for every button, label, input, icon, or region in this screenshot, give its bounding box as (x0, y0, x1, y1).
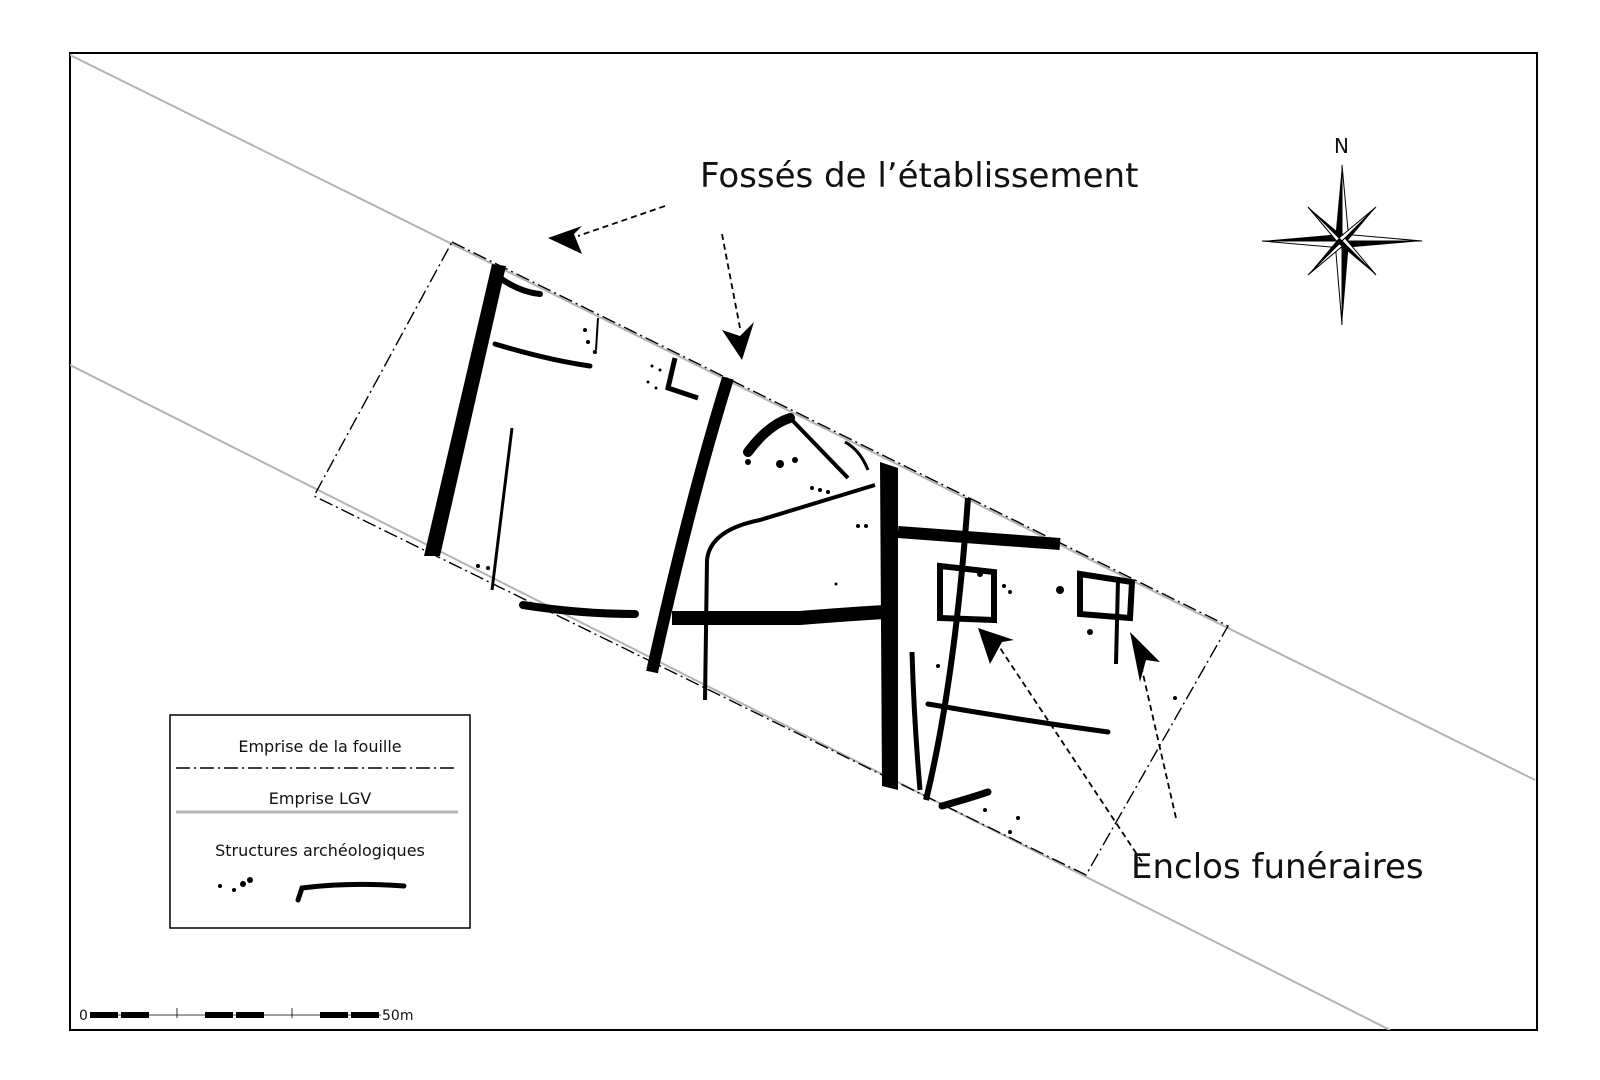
pit (1002, 584, 1006, 588)
leader-enclos-west (999, 647, 1143, 863)
ditch (646, 376, 734, 674)
ditch (424, 264, 506, 556)
leader-fosses-west (577, 205, 666, 237)
pit (983, 808, 987, 812)
pit (856, 524, 860, 528)
ditch (497, 275, 543, 297)
pits (476, 328, 1177, 834)
ditch (490, 427, 514, 591)
ditch (923, 497, 971, 801)
pit (646, 380, 650, 384)
pit (1008, 830, 1012, 834)
pit (1087, 629, 1093, 635)
leader-fosses-east (721, 233, 741, 329)
pit (826, 490, 830, 494)
annotation-enclos: Enclos funéraires (1131, 847, 1424, 887)
enclosure (937, 562, 997, 624)
arrow-head-icon (978, 628, 1014, 664)
legend-emprise-fouille-label: Emprise de la fouille (238, 737, 401, 756)
legend-pits-swatch (218, 877, 253, 892)
north-label: N (1334, 134, 1349, 158)
pit (977, 571, 983, 577)
scale-start-label: 0 (79, 1008, 88, 1024)
pit (810, 486, 814, 490)
lgv-boundary-north (70, 54, 1536, 781)
legend-frame (169, 714, 471, 929)
ditch (1114, 579, 1120, 665)
ditch (880, 462, 898, 790)
enclosure (1077, 570, 1136, 622)
ditch (743, 413, 795, 457)
pit (654, 386, 658, 390)
pit (1056, 586, 1064, 594)
ditch (897, 526, 1061, 550)
annotation-leaders (577, 205, 1177, 863)
ditch (492, 341, 593, 369)
ditch (703, 483, 876, 701)
funerary-enclosures (937, 562, 1136, 624)
annotation-arrowheads (548, 226, 1160, 682)
pit (658, 368, 662, 372)
ditch (925, 701, 1111, 735)
lgv-boundary-south (70, 364, 1391, 1030)
scale-bar (90, 1008, 381, 1018)
legend-structures-label: Structures archéologiques (215, 841, 425, 860)
ditch (595, 317, 599, 351)
pit (650, 364, 654, 368)
ditches (424, 264, 1120, 810)
pit (776, 460, 784, 468)
ditch (665, 357, 699, 401)
pit (586, 340, 590, 344)
legend-ditch-swatch (295, 881, 407, 903)
pit (1173, 696, 1177, 700)
lgv-corridor (70, 54, 1536, 1030)
arrow-head-icon (722, 322, 754, 360)
leader-enclos-east (1137, 651, 1177, 819)
pit (818, 488, 822, 492)
annotation-fosses: Fossés de l’établissement (700, 156, 1138, 196)
pit (1008, 590, 1012, 594)
ditch (909, 651, 923, 791)
pit (1016, 816, 1020, 820)
ditch (790, 418, 850, 480)
ditch (938, 788, 992, 810)
scale-end-label: 50m (382, 1008, 413, 1024)
pit (593, 350, 597, 354)
pit (745, 459, 751, 465)
legend-emprise-lgv-label: Emprise LGV (269, 789, 371, 808)
pit (792, 457, 798, 463)
excavation-boundary (313, 241, 1229, 876)
ditch (672, 605, 886, 625)
ditch (519, 601, 639, 618)
pit (476, 564, 480, 568)
pit (864, 524, 868, 528)
pit (936, 664, 940, 668)
compass-rose-icon (1261, 164, 1423, 326)
pit (486, 566, 490, 570)
map-frame (69, 52, 1538, 1031)
pit (583, 328, 587, 332)
ditch (844, 440, 870, 471)
pit (834, 582, 838, 586)
legend: Emprise de la fouille Emprise LGV Struct… (169, 714, 471, 929)
arrow-head-icon (548, 226, 582, 254)
arrow-head-icon (1130, 632, 1160, 682)
